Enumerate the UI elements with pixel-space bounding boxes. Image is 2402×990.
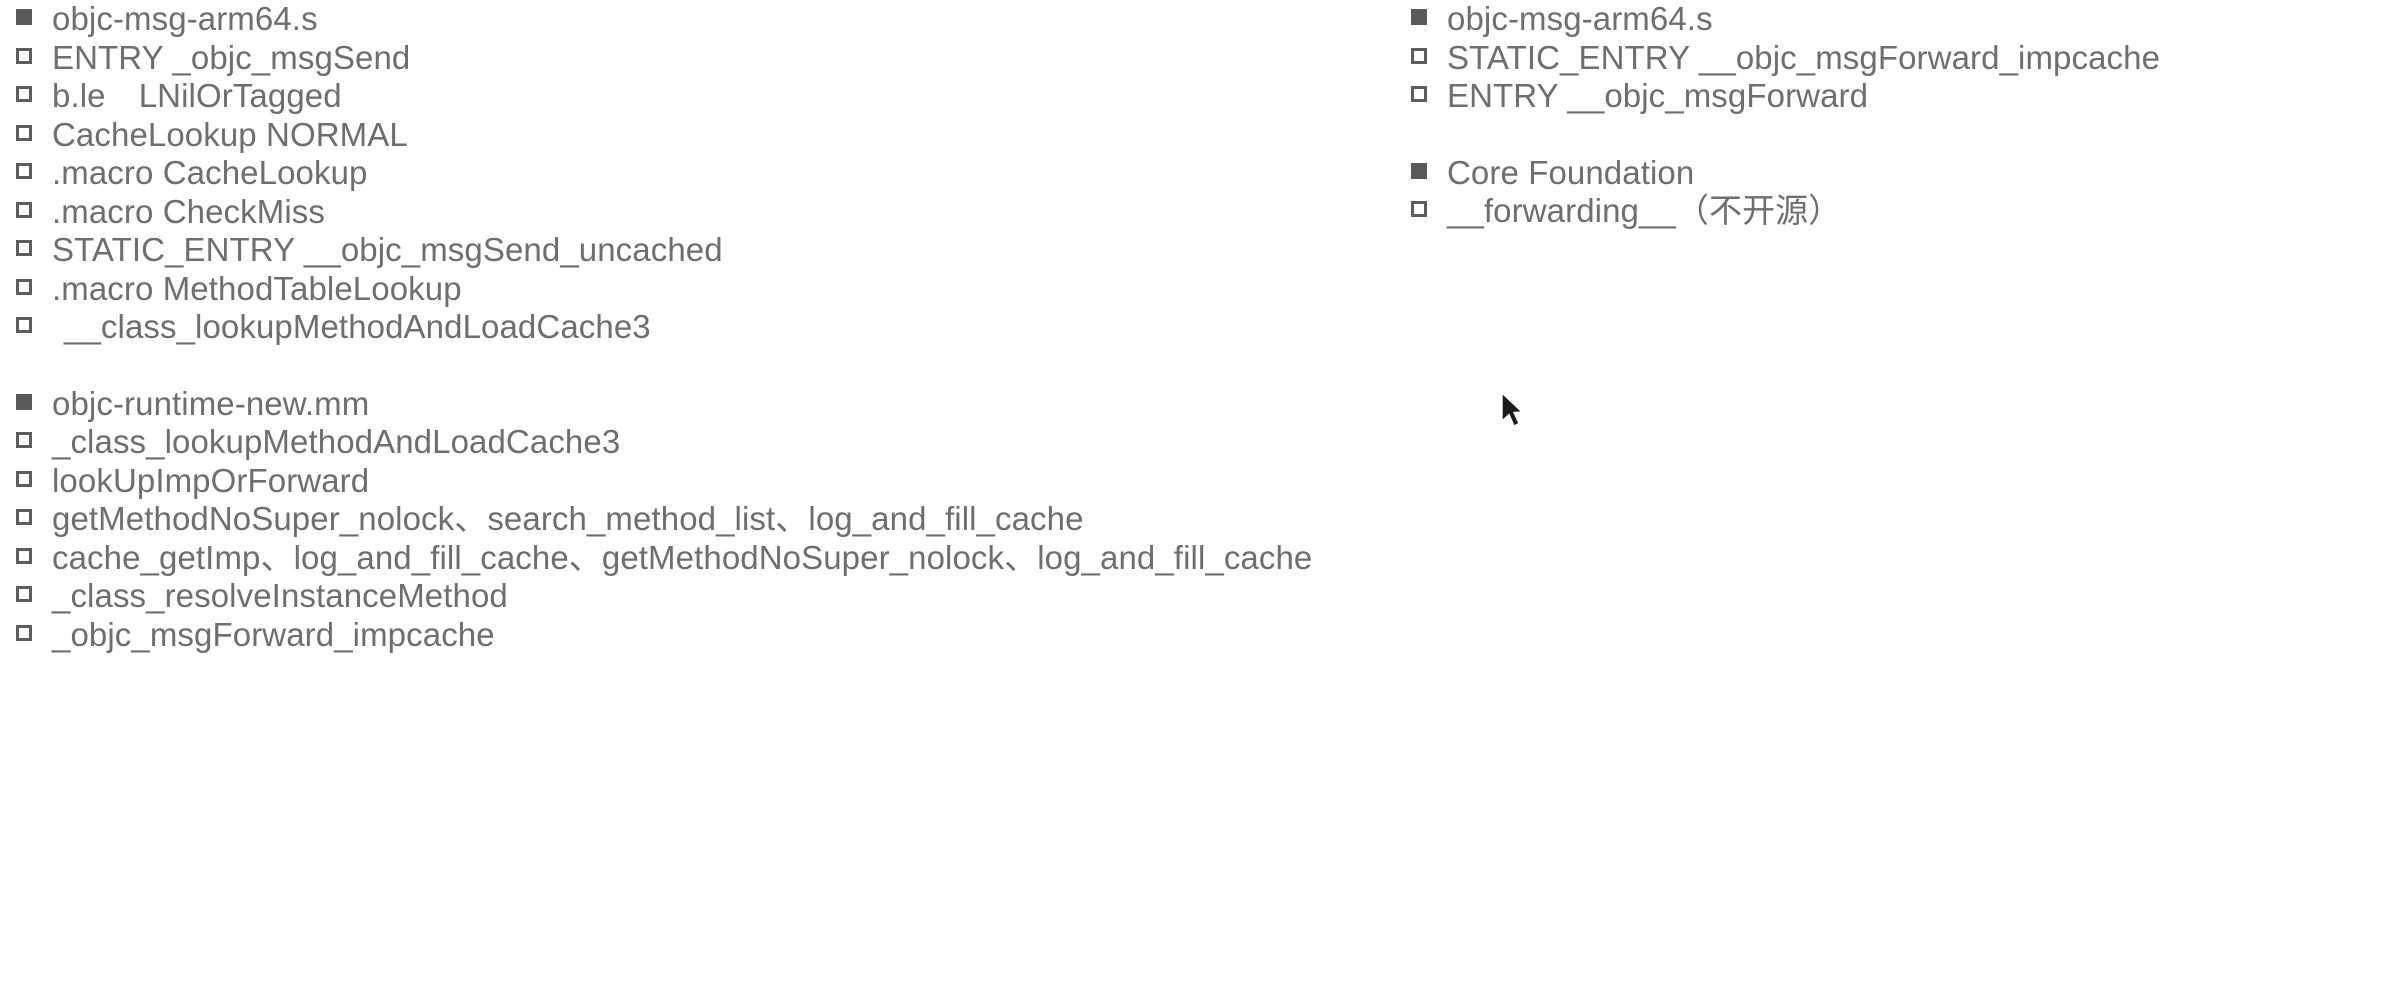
outline-heading-row[interactable]: objc-msg-arm64.s bbox=[0, 0, 1380, 39]
outline-item-row[interactable]: lookUpImpOrForward bbox=[0, 462, 1380, 501]
outline-item-row[interactable]: _class_lookupMethodAndLoadCache3 bbox=[0, 423, 1380, 462]
hollow-square-bullet-icon bbox=[16, 201, 42, 218]
outline-item-label: b.le LNilOrTagged bbox=[52, 77, 342, 114]
outline-item-label: ENTRY __objc_msgForward bbox=[1447, 77, 1869, 114]
outline-item-label: lookUpImpOrForward bbox=[52, 461, 370, 499]
hollow-square-bullet-icon bbox=[16, 86, 42, 102]
filled-square-bullet-icon bbox=[16, 393, 42, 410]
outline-item-label: __class_lookupMethodAndLoadCache3 bbox=[64, 308, 651, 345]
outline-item-label: STATIC_ENTRY __objc_msgForward_impcache bbox=[1447, 38, 2161, 76]
hollow-square-bullet-icon bbox=[16, 547, 42, 564]
outline-group: objc-runtime-new.mm _class_lookupMethodA… bbox=[0, 385, 1380, 655]
hollow-square-bullet-icon bbox=[16, 317, 42, 333]
filled-square-bullet-icon bbox=[1411, 9, 1437, 25]
outline-heading-row[interactable]: Core Foundation bbox=[1395, 154, 2402, 193]
hollow-square-bullet-icon bbox=[16, 470, 42, 487]
outline-item-row[interactable]: CacheLookup NORMAL bbox=[0, 116, 1380, 155]
outline-item-label: CacheLookup NORMAL bbox=[52, 115, 408, 153]
hollow-square-bullet-icon bbox=[16, 624, 42, 641]
outline-item-row[interactable]: getMethodNoSuper_nolock、search_method_li… bbox=[0, 500, 1380, 539]
hollow-square-bullet-icon bbox=[1411, 47, 1437, 64]
outline-item-row[interactable]: .macro MethodTableLookup bbox=[0, 270, 1380, 309]
hollow-square-bullet-icon bbox=[16, 163, 42, 179]
hollow-square-bullet-icon bbox=[1411, 86, 1437, 102]
outline-item-row[interactable]: __forwarding__（不开源） bbox=[1395, 192, 2402, 231]
outline-group: objc-msg-arm64.s ENTRY _objc_msgSend b.l… bbox=[0, 0, 1380, 347]
outline-column-right: objc-msg-arm64.s STATIC_ENTRY __objc_msg… bbox=[1395, 0, 2402, 231]
outline-item-row[interactable]: .macro CheckMiss bbox=[0, 193, 1380, 232]
outline-item-label: cache_getImp、log_and_fill_cache、getMetho… bbox=[52, 538, 1313, 576]
outline-item-label: __forwarding__（不开源） bbox=[1447, 192, 1842, 229]
hollow-square-bullet-icon bbox=[16, 586, 42, 602]
outline-item-label: .macro MethodTableLookup bbox=[52, 269, 462, 307]
hollow-square-bullet-icon bbox=[16, 509, 42, 525]
hollow-square-bullet-icon bbox=[16, 278, 42, 295]
outline-item-row[interactable]: b.le LNilOrTagged bbox=[0, 77, 1380, 116]
hollow-square-bullet-icon bbox=[16, 47, 42, 64]
outline-item-label: _class_lookupMethodAndLoadCache3 bbox=[52, 423, 621, 460]
outline-item-label: STATIC_ENTRY __objc_msgSend_uncached bbox=[52, 231, 723, 268]
outline-item-row[interactable]: _class_resolveInstanceMethod bbox=[0, 577, 1380, 616]
outline-item-label: _objc_msgForward_impcache bbox=[52, 615, 495, 653]
outline-item-row[interactable]: STATIC_ENTRY __objc_msgSend_uncached bbox=[0, 231, 1380, 270]
outline-item-label: .macro CheckMiss bbox=[52, 192, 325, 230]
outline-item-label: ENTRY _objc_msgSend bbox=[52, 38, 411, 76]
outline-item-row[interactable]: __class_lookupMethodAndLoadCache3 bbox=[0, 308, 1380, 347]
hollow-square-bullet-icon bbox=[1411, 201, 1437, 217]
outline-item-row[interactable]: ENTRY _objc_msgSend bbox=[0, 39, 1380, 78]
outline-item-row[interactable]: _objc_msgForward_impcache bbox=[0, 616, 1380, 655]
outline-group: objc-msg-arm64.s STATIC_ENTRY __objc_msg… bbox=[1395, 0, 2402, 116]
outline-heading-label: objc-runtime-new.mm bbox=[52, 384, 370, 422]
outline-item-row[interactable]: ENTRY __objc_msgForward bbox=[1395, 77, 2402, 116]
hollow-square-bullet-icon bbox=[16, 124, 42, 141]
outline-heading-label: objc-msg-arm64.s bbox=[1447, 0, 1713, 37]
outline-item-row[interactable]: cache_getImp、log_and_fill_cache、getMetho… bbox=[0, 539, 1380, 578]
hollow-square-bullet-icon bbox=[16, 432, 42, 448]
outline-item-label: .macro CacheLookup bbox=[52, 154, 368, 191]
hollow-square-bullet-icon bbox=[16, 240, 42, 256]
filled-square-bullet-icon bbox=[1411, 162, 1437, 179]
filled-square-bullet-icon bbox=[16, 9, 42, 25]
outline-item-row[interactable]: STATIC_ENTRY __objc_msgForward_impcache bbox=[1395, 39, 2402, 78]
outline-item-row[interactable]: .macro CacheLookup bbox=[0, 154, 1380, 193]
outline-heading-row[interactable]: objc-msg-arm64.s bbox=[1395, 0, 2402, 39]
outline-group: Core Foundation __forwarding__（不开源） bbox=[1395, 154, 2402, 231]
outline-heading-label: Core Foundation bbox=[1447, 153, 1695, 191]
outline-item-label: _class_resolveInstanceMethod bbox=[52, 577, 508, 614]
outline-heading-label: objc-msg-arm64.s bbox=[52, 0, 318, 37]
outline-item-label: getMethodNoSuper_nolock、search_method_li… bbox=[52, 500, 1084, 537]
outline-heading-row[interactable]: objc-runtime-new.mm bbox=[0, 385, 1380, 424]
outline-column-left: objc-msg-arm64.s ENTRY _objc_msgSend b.l… bbox=[0, 0, 1380, 654]
